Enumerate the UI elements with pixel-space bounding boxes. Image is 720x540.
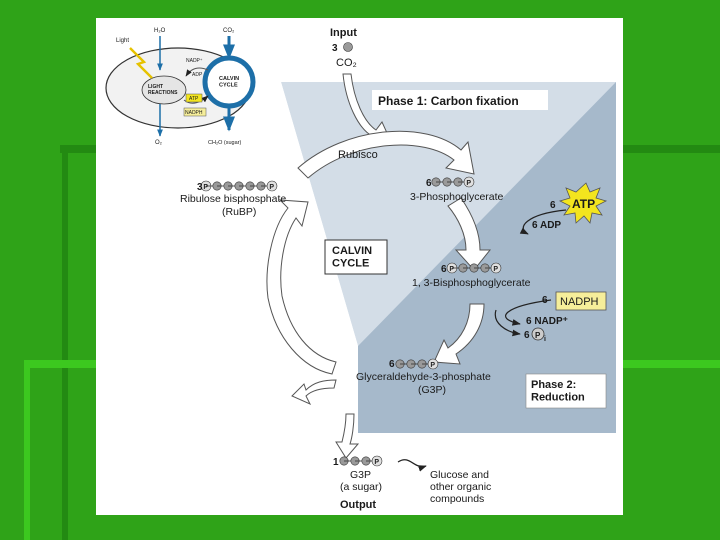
inset-h2o-label: H₂O <box>154 28 166 34</box>
inset-o2-label: O₂ <box>155 140 163 146</box>
inset-light-label: Light <box>116 38 129 44</box>
arc-g3p-recycle <box>291 379 337 406</box>
phosphate-icon <box>490 262 502 274</box>
pi-symbol: P <box>535 331 541 340</box>
phosphate-label: P <box>430 362 435 369</box>
phase1-label: Phase 1: Carbon fixation <box>378 94 519 108</box>
g3p-count: 6 <box>389 359 395 370</box>
phosphate-label: P <box>269 184 274 191</box>
phase2-region <box>358 82 616 433</box>
atp-arrow <box>183 95 209 104</box>
nadp-arrow <box>185 67 209 77</box>
phosphate-icon <box>463 176 475 188</box>
inset-nadph-label: NADPH <box>185 110 203 116</box>
phase1-label-box <box>372 90 548 110</box>
input-heading: Input <box>330 27 357 39</box>
ribulose-count: 3 <box>197 182 203 193</box>
phosphate-label: P <box>466 180 471 187</box>
phosphate-label: P <box>203 184 208 191</box>
pi-phosphate-icon <box>531 327 545 341</box>
background-stripe-vertical <box>62 145 68 540</box>
ribulose-name: Ribulose bisphosphate <box>180 193 286 205</box>
adp-label: 6 ADP <box>532 220 561 231</box>
atp-burst-icon <box>558 182 608 224</box>
output-arrow <box>335 413 360 459</box>
pi-subscript: i <box>544 336 546 343</box>
arc-3pga-to-bpg <box>447 197 492 271</box>
atp-badge: ATP <box>558 182 608 224</box>
atp-label: ATP <box>572 197 595 211</box>
output-heading: Output <box>340 499 376 511</box>
pga-count: 6 <box>426 178 432 189</box>
phosphate-label: P <box>449 266 454 273</box>
phase2-label-box <box>525 373 607 409</box>
atp-count: 6 <box>550 200 556 211</box>
input-molecule: CO₂ <box>336 57 357 69</box>
nadp-label: 6 NADP⁺ <box>526 316 568 327</box>
inset-atp-badge <box>185 93 203 103</box>
output-g3p-chain: P <box>339 455 383 467</box>
calvin-cycle-box <box>324 239 388 275</box>
glucose-arrow <box>397 459 427 472</box>
phosphate-label: P <box>374 459 379 466</box>
phase3-region <box>106 82 358 346</box>
pga-name: 3-Phosphoglycerate <box>410 191 504 203</box>
pi-count: 6 <box>524 330 530 341</box>
bpg-count: 6 <box>441 264 447 275</box>
output-count: 1 <box>333 457 339 468</box>
pi-arrow <box>494 309 521 337</box>
nadph-to-nadp-arrow <box>505 299 552 326</box>
rubisco-label: Rubisco <box>338 149 378 161</box>
arc-rubisco-to-3pga <box>297 130 475 179</box>
arc-g3p-to-rubp <box>266 199 337 375</box>
background-stripe-light-vertical <box>24 360 30 540</box>
input-count: 3 <box>332 43 338 54</box>
co2-molecule-icon <box>343 42 353 52</box>
inset-co2-label: CO₂ <box>223 28 235 34</box>
output-desc: (a sugar) <box>340 481 382 493</box>
nadph-label: NADPH <box>560 296 599 308</box>
inset-adp-label: ADP <box>192 72 203 78</box>
bpg-name: 1, 3-Bisphosphoglycerate <box>412 277 531 289</box>
inset-nadph-badge <box>183 107 207 117</box>
g3p-name: Glyceraldehyde-3-phosphate <box>356 371 491 383</box>
inset-sugar-label: CH₂O (sugar) <box>208 140 241 146</box>
nadph-badge <box>555 291 607 311</box>
inset-atp-label: ATP <box>189 96 199 102</box>
atp-to-adp-arrow <box>519 209 567 235</box>
cycle-arrows <box>266 73 567 472</box>
phosphate-icon <box>427 358 439 370</box>
ribulose-abbrev: (RuBP) <box>222 206 256 218</box>
light-reactions-thylakoid <box>141 75 187 105</box>
g3p-abbrev: (G3P) <box>418 384 446 396</box>
arc-bpg-to-g3p <box>433 303 485 365</box>
phosphate-icon <box>266 180 278 192</box>
pga-chain: P <box>431 176 475 188</box>
inset-nadp-label: NADP⁺ <box>186 58 203 64</box>
light-bolt-icon <box>129 47 153 79</box>
phase2-label: Phase 2:Reduction <box>531 379 585 404</box>
phosphate-label: P <box>493 266 498 273</box>
phosphate-icon <box>371 455 383 467</box>
g3p-chain: P <box>395 358 439 370</box>
output-name: G3P <box>350 469 371 481</box>
nadph-count: 6 <box>542 295 548 306</box>
